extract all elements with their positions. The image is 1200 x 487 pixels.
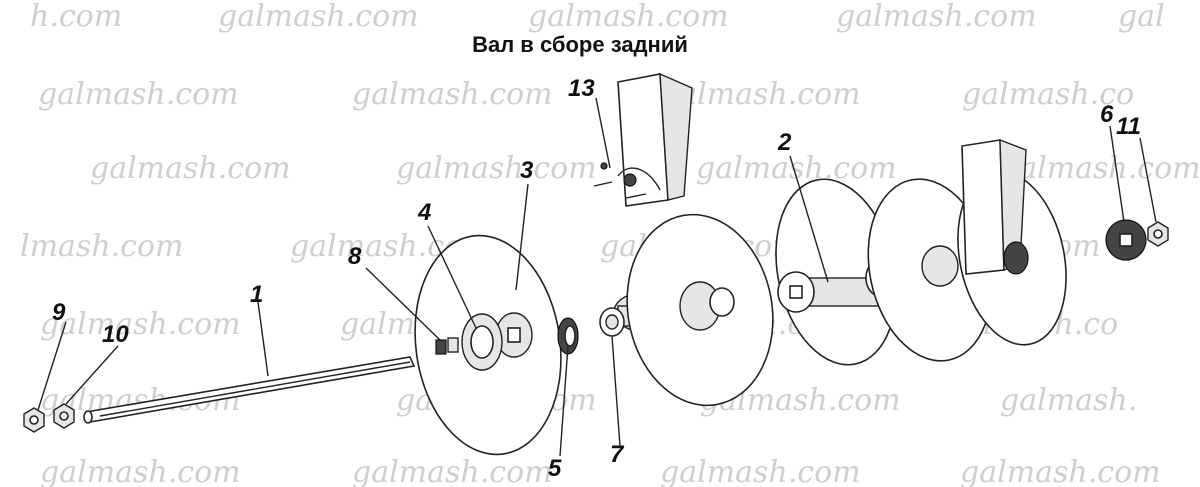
spool-part-2 <box>775 178 897 366</box>
label-part-1: 1 <box>250 281 263 308</box>
label-part-3: 3 <box>520 157 534 184</box>
watermark-text: galmash.com <box>528 0 729 34</box>
nut-part-9 <box>23 407 45 433</box>
hub-part-4 <box>461 313 503 371</box>
washer-part-6 <box>1105 219 1147 261</box>
label-part-4: 4 <box>417 199 431 226</box>
disc-second <box>626 213 774 407</box>
nut-part-11 <box>1147 221 1169 247</box>
label-part-2: 2 <box>777 129 792 156</box>
watermark-text: galmash.com <box>1000 151 1200 186</box>
label-part-11: 11 <box>1116 113 1141 140</box>
watermark-text: galmash.com <box>90 151 291 186</box>
label-part-8: 8 <box>348 243 362 270</box>
watermark-text: galmash.com <box>218 0 419 34</box>
label-part-7: 7 <box>610 441 625 468</box>
label-part-10: 10 <box>102 321 129 348</box>
watermark-text: galmash.com <box>960 455 1161 487</box>
watermark-text: galmash.com <box>352 77 553 112</box>
watermark-text: galmash.com <box>38 77 239 112</box>
watermark-text: lmash.com <box>20 229 184 264</box>
watermark-text: galmash.com <box>40 307 241 342</box>
diagram-title: Вал в сборе задний <box>472 32 688 57</box>
square-washer-part-8 <box>435 337 459 355</box>
leader-lines <box>37 97 1157 457</box>
label-part-5: 5 <box>548 455 562 482</box>
watermark-text: galmash.co <box>962 77 1134 112</box>
shaft-part-1 <box>83 356 416 424</box>
watermark-text: gal <box>1118 0 1165 34</box>
watermark-text: galmash.com <box>396 151 597 186</box>
watermark-text: h.com <box>30 0 122 34</box>
watermark-text: galmash.com <box>660 77 861 112</box>
bracket-part-13 <box>593 72 693 207</box>
washer-part-10 <box>53 403 75 429</box>
label-part-6: 6 <box>1100 101 1114 128</box>
watermark-text: galmash.com <box>40 455 241 487</box>
label-part-13: 13 <box>568 75 595 102</box>
watermark-text: galmash.com <box>352 455 553 487</box>
watermark-text: galmash.com <box>696 151 897 186</box>
watermark-text: galmash.com <box>660 455 861 487</box>
disc-fourth <box>957 138 1067 346</box>
label-part-9: 9 <box>52 299 66 326</box>
part-labels: 1 2 3 4 5 6 7 8 9 10 11 13 <box>52 75 1141 482</box>
watermark-text: galmash.com <box>836 0 1037 34</box>
watermark-text: galmash. <box>1000 383 1137 418</box>
